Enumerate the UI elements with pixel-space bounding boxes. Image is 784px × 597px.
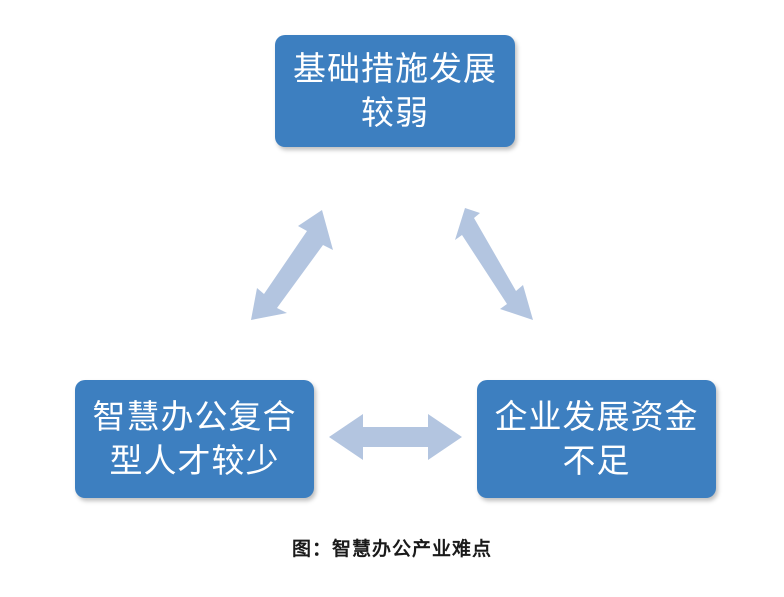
node-right-line1: 企业发展资金 xyxy=(494,397,699,436)
double-arrow-top-right xyxy=(455,208,533,320)
node-left-line2: 型人才较少 xyxy=(109,441,280,480)
node-left-line1: 智慧办公复合 xyxy=(92,397,297,436)
node-weak-infrastructure: 基础措施发展 较弱 xyxy=(275,35,515,147)
node-right-line2: 不足 xyxy=(562,441,631,480)
double-arrow-top-left xyxy=(251,210,333,320)
diagram-caption: 图：智慧办公产业难点 xyxy=(291,538,492,560)
double-arrow-bottom xyxy=(329,414,462,460)
node-top-line2: 较弱 xyxy=(361,93,429,132)
node-talent-shortage: 智慧办公复合 型人才较少 xyxy=(75,380,314,498)
node-top-line1: 基础措施发展 xyxy=(293,49,497,88)
node-insufficient-funding: 企业发展资金 不足 xyxy=(477,380,716,498)
